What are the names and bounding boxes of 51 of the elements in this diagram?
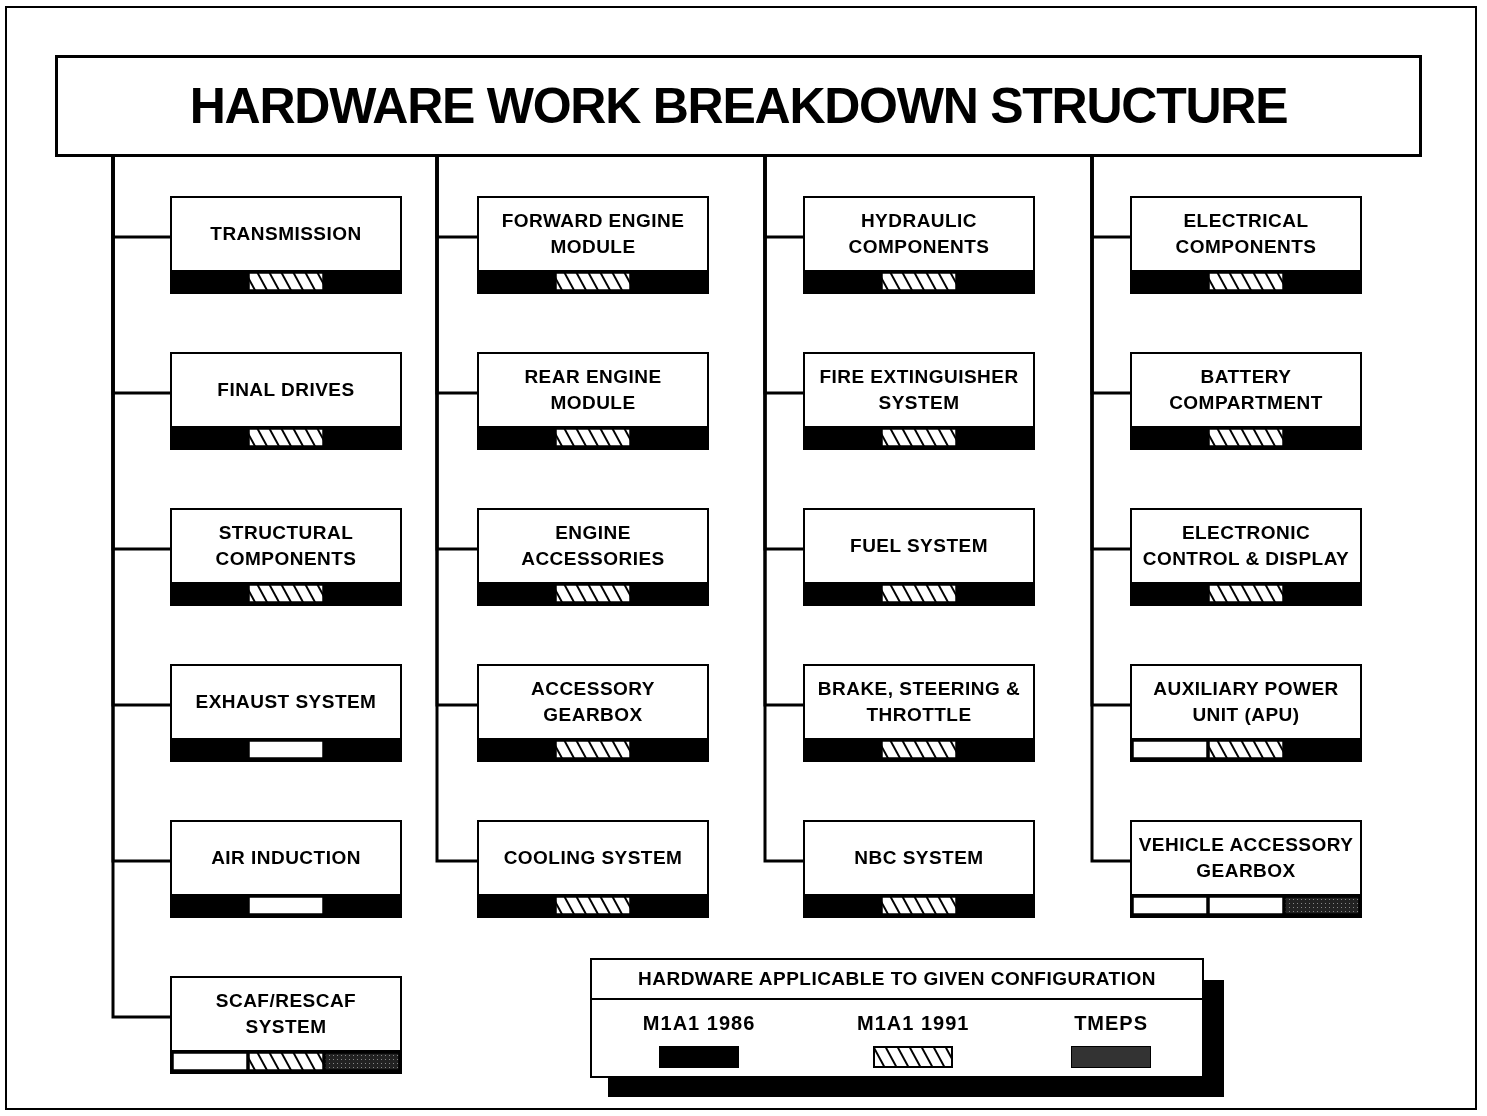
- component-box: [803, 820, 1035, 918]
- component-name: BATTERY COMPARTMENT: [1168, 365, 1324, 415]
- component-name: ENGINE ACCESSORIES: [520, 521, 666, 571]
- component-box: [1130, 508, 1362, 606]
- component-box: [1130, 196, 1362, 294]
- component-name: TRANSMISSION: [210, 222, 362, 246]
- component-box: [803, 196, 1035, 294]
- component-box: [477, 664, 709, 762]
- component-box: [803, 508, 1035, 606]
- component-name: AIR INDUCTION: [211, 846, 361, 870]
- component-name: REAR ENGINE MODULE: [523, 365, 663, 415]
- component-name: VEHICLE ACCESSORY GEARBOX: [1137, 833, 1355, 883]
- component-name: ACCESSORY GEARBOX: [530, 677, 656, 727]
- title-box: [55, 55, 1422, 157]
- component-name: HYDRAULIC COMPONENTS: [847, 209, 991, 259]
- component-name: NBC SYSTEM: [854, 846, 984, 870]
- component-box: [803, 352, 1035, 450]
- component-name: COOLING SYSTEM: [503, 846, 683, 870]
- component-name: FORWARD ENGINE MODULE: [500, 209, 686, 259]
- connector-line: [763, 157, 803, 863]
- component-box: [477, 352, 709, 450]
- component-name: BRAKE, STEERING & THROTTLE: [816, 677, 1022, 727]
- title: HARDWARE WORK BREAKDOWN STRUCTURE: [189, 76, 1288, 136]
- component-box: [170, 196, 402, 294]
- legend-text: TMEPS: [1074, 1011, 1149, 1036]
- component-name: FINAL DRIVES: [217, 378, 355, 402]
- component-name: FUEL SYSTEM: [850, 534, 988, 558]
- component-box: [1130, 664, 1362, 762]
- component-box: [1130, 352, 1362, 450]
- component-box: [477, 196, 709, 294]
- component-box: [170, 820, 402, 918]
- component-box: [477, 820, 709, 918]
- component-box: [1130, 820, 1362, 918]
- component-name: ELECTRONIC CONTROL & DISPLAY: [1141, 521, 1351, 571]
- component-box: [170, 664, 402, 762]
- component-box: [170, 508, 402, 606]
- legend-heading: HARDWARE APPLICABLE TO GIVEN CONFIGURATION: [638, 966, 1156, 991]
- legend-text: M1A1 1991: [857, 1011, 970, 1036]
- component-box: [803, 664, 1035, 762]
- component-name: FIRE EXTINGUISHER SYSTEM: [818, 365, 1020, 415]
- component-box: [170, 352, 402, 450]
- component-name: SCAF/RESCAF SYSTEM: [214, 989, 358, 1039]
- connector-line: [1090, 157, 1130, 863]
- legend-text: M1A1 1986: [642, 1011, 756, 1036]
- connector-line: [435, 157, 477, 863]
- component-box: [170, 976, 402, 1074]
- component-name: EXHAUST SYSTEM: [195, 690, 377, 714]
- component-name: STRUCTURAL COMPONENTS: [214, 521, 358, 571]
- component-box: [477, 508, 709, 606]
- component-name: AUXILIARY POWER UNIT (APU): [1152, 677, 1340, 727]
- component-name: ELECTRICAL COMPONENTS: [1174, 209, 1318, 259]
